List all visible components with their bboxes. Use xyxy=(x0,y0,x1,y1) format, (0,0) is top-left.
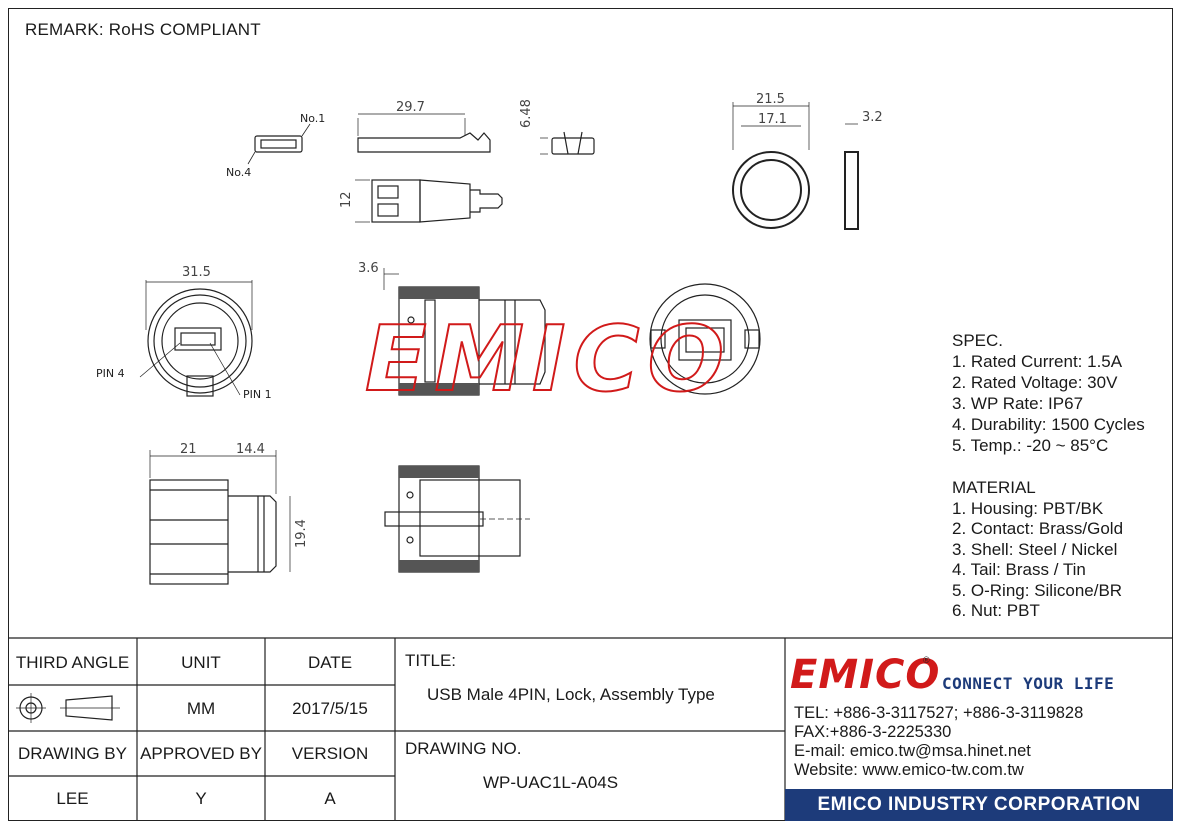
date-label: DATE xyxy=(307,652,353,672)
drawing-by-label: DRAWING BY xyxy=(18,744,127,763)
company-website: Website: www.emico-tw.com.tw xyxy=(794,761,1024,779)
spec-item: 3. WP Rate: IP67 xyxy=(952,394,1084,413)
company-tagline: CONNECT YOUR LIFE xyxy=(942,674,1115,693)
side-view-top xyxy=(357,132,491,153)
spec-item: 2. Rated Voltage: 30V xyxy=(952,373,1118,392)
version-label: VERSION xyxy=(291,744,369,763)
section-hatch-bottom xyxy=(399,383,479,395)
spec-heading: SPEC. xyxy=(952,331,1004,350)
approved-by-label: APPROVED BY xyxy=(140,744,262,763)
section-hatch-top-2 xyxy=(399,466,479,478)
pinout-plug-slot xyxy=(260,139,297,149)
company-contact: TEL: +886-3-3117527; +886-3-3119828 FAX:… xyxy=(794,704,1083,780)
side-profile-bottom xyxy=(149,450,291,585)
dim-21-5: 21.5 xyxy=(756,92,785,107)
material-heading: MATERIAL xyxy=(952,478,1036,497)
rear-view-connector xyxy=(649,283,761,395)
section-hatch-bottom-2 xyxy=(399,560,479,572)
spec-block: SPEC. 1. Rated Current: 1.5A 2. Rated Vo… xyxy=(952,330,1145,456)
dim-21: 21 xyxy=(180,442,197,457)
company-brand: EMICO ® CONNECT YOUR LIFE xyxy=(790,652,1114,698)
unit-label: UNIT xyxy=(181,652,221,672)
front-view-connector xyxy=(139,280,253,397)
pinout-plug xyxy=(254,135,303,153)
material-item: 4. Tail: Brass / Tin xyxy=(952,560,1086,579)
drawing-no-label: DRAWING NO. xyxy=(405,739,522,758)
spec-item: 1. Rated Current: 1.5A xyxy=(952,352,1123,371)
third-angle-label: THIRD ANGLE xyxy=(15,652,130,672)
material-item: 2. Contact: Brass/Gold xyxy=(952,519,1124,538)
dim-14-4: 14.4 xyxy=(236,442,265,457)
spec-item: 4. Durability: 1500 Cycles xyxy=(952,415,1145,434)
title-value: USB Male 4PIN, Lock, Assembly Type xyxy=(427,685,715,704)
o-ring-side xyxy=(844,151,859,230)
registered-mark-icon: ® xyxy=(923,655,930,665)
unit-value: MM xyxy=(186,698,216,718)
dim-6-48: 6.48 xyxy=(519,99,534,128)
material-block: MATERIAL 1. Housing: PBT/BK 2. Contact: … xyxy=(952,478,1123,622)
dim-12: 12 xyxy=(339,191,354,208)
section-hatch-top xyxy=(399,287,479,299)
emico-watermark: EMICO xyxy=(365,307,732,412)
dim-17-1: 17.1 xyxy=(758,112,787,127)
title-label: TITLE: xyxy=(405,651,457,670)
company-tel: TEL: +886-3-3117527; +886-3-3119828 xyxy=(794,704,1084,722)
company-email: E-mail: emico.tw@msa.hinet.net xyxy=(794,742,1031,760)
material-item: 1. Housing: PBT/BK xyxy=(952,498,1104,518)
approved-by-value: Y xyxy=(195,789,207,808)
company-name-bar: EMICO INDUSTRY CORPORATION xyxy=(785,789,1173,821)
version-value: A xyxy=(324,789,336,808)
remark-text: REMARK: RoHS COMPLIANT xyxy=(25,20,261,39)
dim-3-2: 3.2 xyxy=(862,110,883,125)
third-angle-symbol xyxy=(16,693,120,723)
dim-3-6: 3.6 xyxy=(358,261,379,276)
dim-19-4: 19.4 xyxy=(294,519,309,548)
label-no4: No.4 xyxy=(226,166,251,179)
drawing-sheet-border xyxy=(8,8,1173,821)
o-ring-front xyxy=(732,151,810,229)
material-item: 3. Shell: Steel / Nickel xyxy=(952,539,1118,559)
material-item: 6. Nut: PBT xyxy=(952,601,1040,620)
label-pin1: PIN 1 xyxy=(243,388,272,401)
dim-29-7: 29.7 xyxy=(396,100,425,115)
drawing-by-value: LEE xyxy=(56,789,89,808)
material-item: 5. O-Ring: Silicone/BR xyxy=(952,580,1123,600)
company-fax: FAX:+886-3-2225330 xyxy=(794,723,952,741)
end-view-small xyxy=(551,137,595,155)
spec-item: 5. Temp.: -20 ~ 85°C xyxy=(952,436,1109,455)
label-no1: No.1 xyxy=(300,112,325,125)
dim-31-5: 31.5 xyxy=(182,265,211,280)
label-pin4: PIN 4 xyxy=(96,367,125,380)
emico-logo: EMICO xyxy=(790,652,941,698)
drawing-no-value: WP-UAC1L-A04S xyxy=(483,773,619,792)
date-value: 2017/5/15 xyxy=(292,698,368,718)
